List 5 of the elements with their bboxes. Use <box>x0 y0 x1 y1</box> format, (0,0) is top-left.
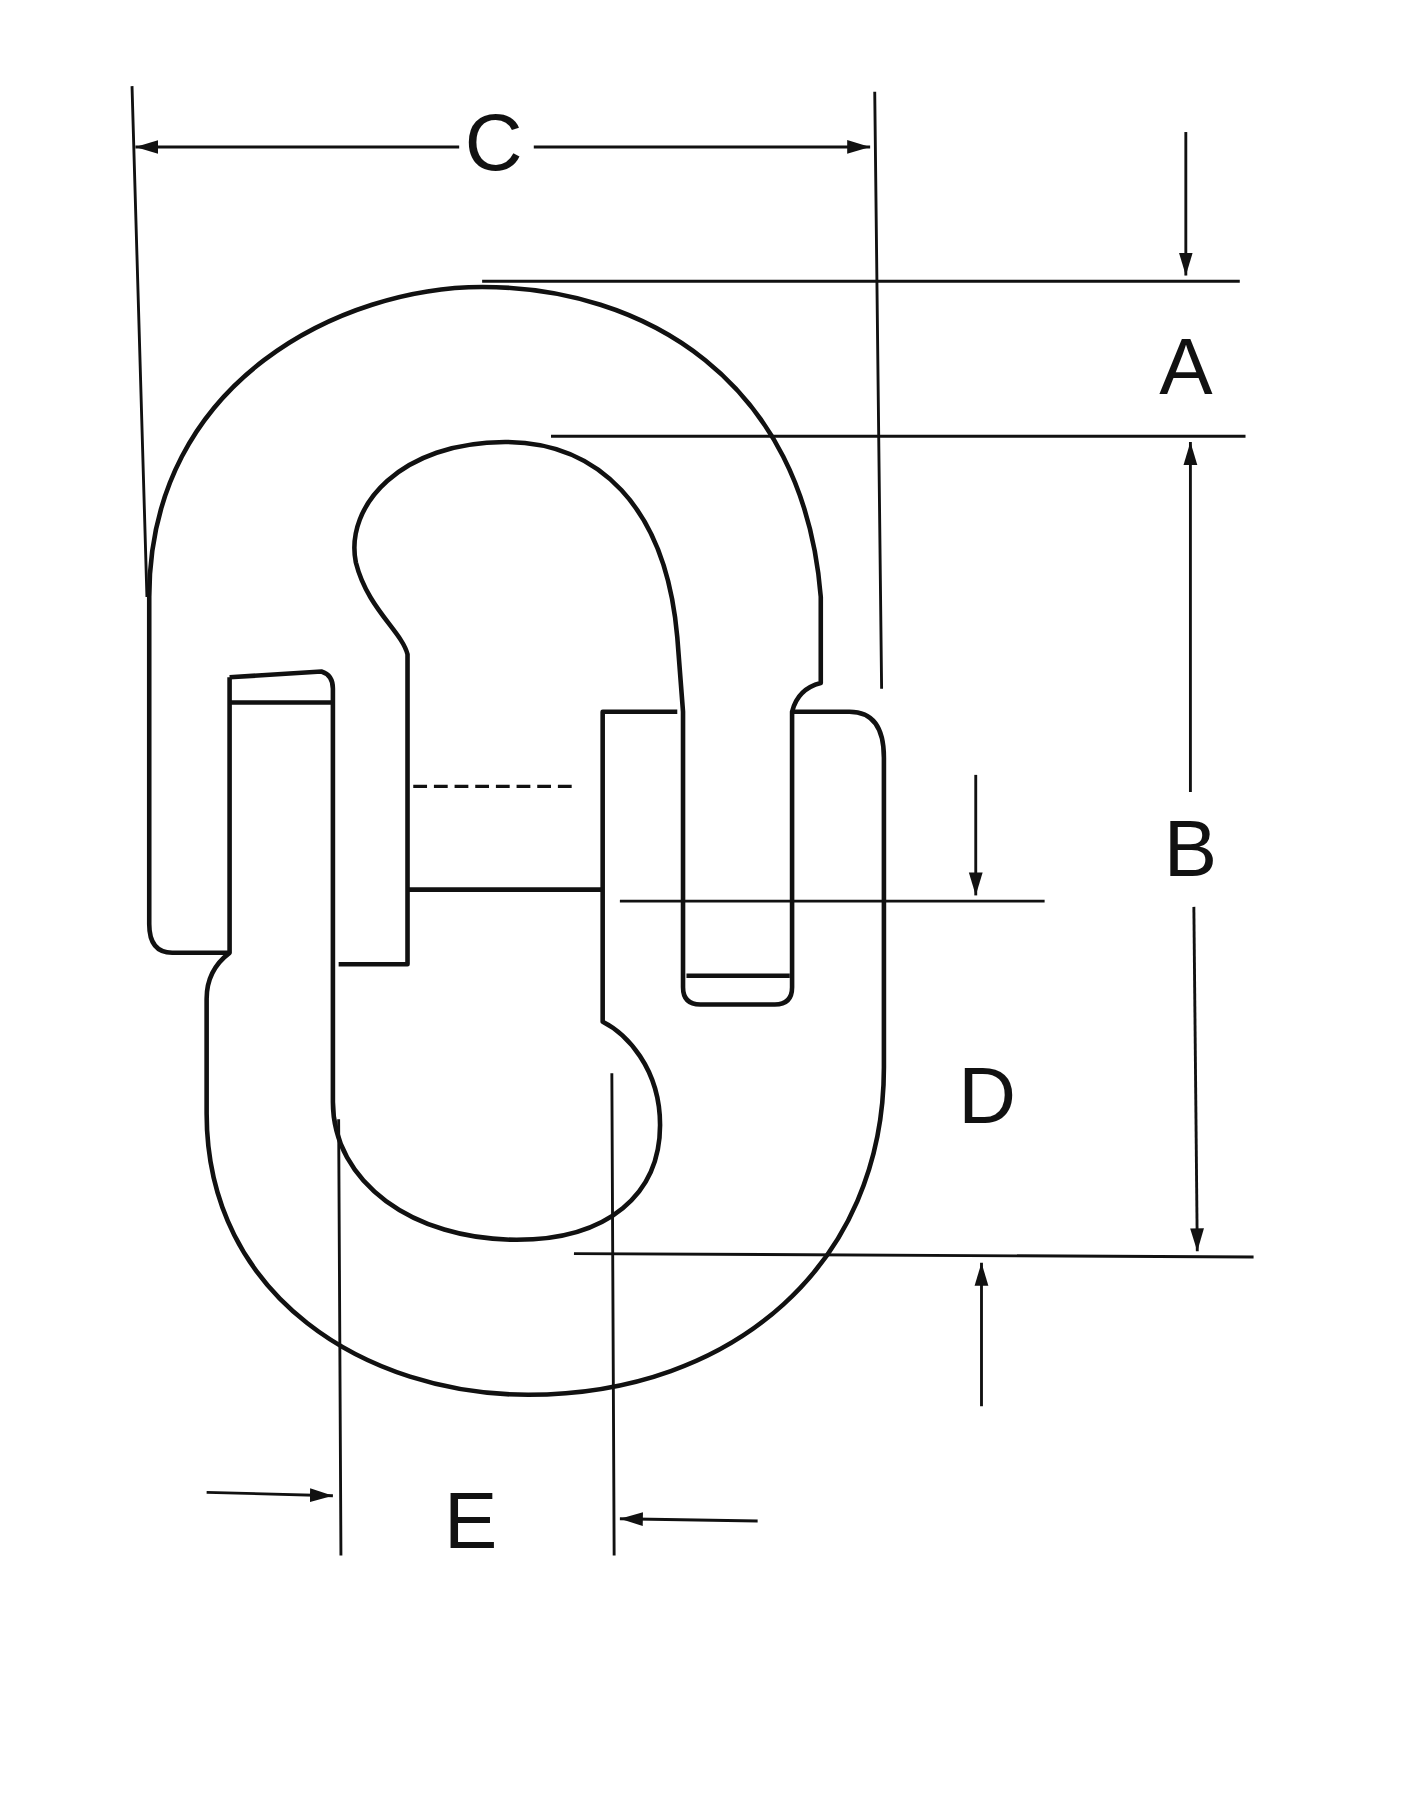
dimension-label: C <box>464 103 523 184</box>
dimension-label: B <box>1163 809 1218 890</box>
dimension-label: E <box>443 1481 498 1561</box>
dimension-label: D <box>958 1056 1017 1137</box>
dimension-label: A <box>1159 327 1213 408</box>
